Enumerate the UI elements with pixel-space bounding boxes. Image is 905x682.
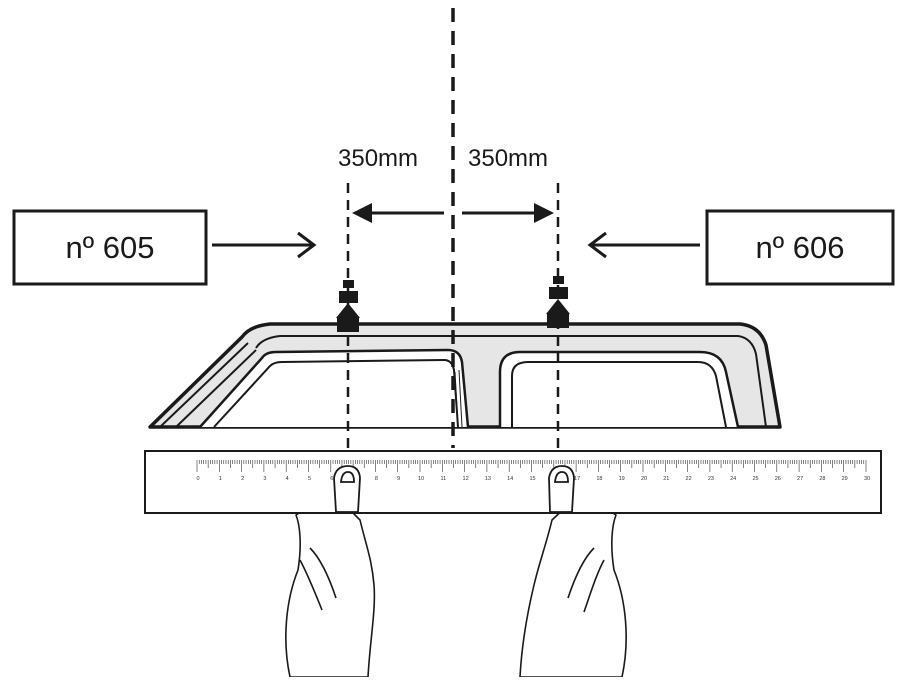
ruler-number: 12 xyxy=(463,476,469,482)
ruler-number: 29 xyxy=(842,476,848,482)
ruler-number: 10 xyxy=(418,476,424,482)
ruler-number: 27 xyxy=(797,476,803,482)
b-pillar-hatch xyxy=(454,369,463,428)
right-dimension-label: 350mm xyxy=(468,145,548,172)
hand-right-icon xyxy=(519,504,627,678)
ruler-number: 5 xyxy=(308,476,311,482)
ruler-number: 0 xyxy=(196,476,199,482)
ruler-number: 4 xyxy=(286,476,289,482)
ruler-number: 18 xyxy=(596,476,602,482)
ruler-number: 8 xyxy=(375,476,378,482)
roof-top-inner-line xyxy=(255,335,767,428)
rear-window-glass xyxy=(511,361,727,428)
thumb-left xyxy=(333,465,361,513)
ruler-number: 23 xyxy=(708,476,714,482)
ruler-number: 20 xyxy=(641,476,647,482)
ruler-number: 15 xyxy=(529,476,535,482)
ruler-number: 3 xyxy=(263,476,266,482)
left-label-text: nº 605 xyxy=(66,230,155,265)
right-dimension-arrow xyxy=(462,203,554,223)
ruler-number: 28 xyxy=(819,476,825,482)
ruler-number: 9 xyxy=(397,476,400,482)
right-label-box xyxy=(705,209,895,286)
ruler-number: 22 xyxy=(686,476,692,482)
ruler-number: 19 xyxy=(619,476,625,482)
right-pointer-arrow xyxy=(587,231,700,259)
left-pointer-arrow xyxy=(212,231,317,259)
ruler-ticks xyxy=(196,460,867,472)
left-dimension-arrow xyxy=(352,203,444,223)
ruler-number: 1 xyxy=(219,476,222,482)
left-dimension-label: 350mm xyxy=(338,145,418,172)
ruler-number: 25 xyxy=(752,476,758,482)
roof-foot-left-icon xyxy=(336,280,360,332)
ruler-number: 26 xyxy=(775,476,781,482)
ruler: 0123456789101112131415161718192021222324… xyxy=(144,450,882,514)
ruler-number: 30 xyxy=(864,476,870,482)
hand-left-icon xyxy=(285,504,376,678)
ruler-body xyxy=(144,450,882,514)
right-label-text: nº 606 xyxy=(756,230,845,265)
ruler-number: 13 xyxy=(485,476,491,482)
ruler-number: 11 xyxy=(440,476,446,482)
ruler-number: 14 xyxy=(507,476,513,482)
car-roof xyxy=(148,322,782,429)
ruler-number: 2 xyxy=(241,476,244,482)
ruler-number: 6 xyxy=(330,476,333,482)
ruler-number: 17 xyxy=(574,476,580,482)
left-label-box xyxy=(12,209,208,286)
a-pillar xyxy=(159,342,257,428)
roof-foot-right-icon xyxy=(546,276,570,328)
ruler-numbers: 0123456789101112131415161718192021222324… xyxy=(196,476,870,482)
ruler-number: 21 xyxy=(663,476,669,482)
ruler-number: 24 xyxy=(730,476,736,482)
thumb-right xyxy=(548,465,575,513)
